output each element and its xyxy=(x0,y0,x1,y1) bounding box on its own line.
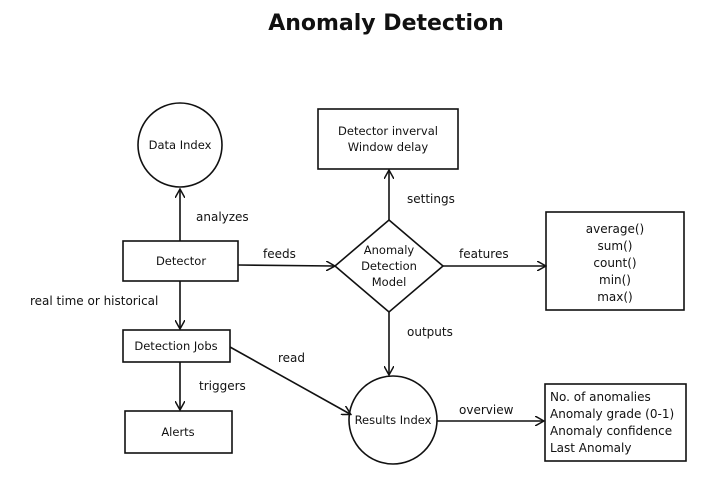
overview-list-node xyxy=(544,383,687,462)
edge-label-real-time: real time or historical xyxy=(30,294,158,308)
edge-label-read: read xyxy=(278,351,305,365)
results-index-node xyxy=(348,375,438,465)
overview-anomaly-grade: Anomaly grade (0-1) xyxy=(550,407,674,421)
edge-label-outputs: outputs xyxy=(407,325,453,339)
data-index-node xyxy=(137,102,223,188)
edge-label-triggers: triggers xyxy=(199,379,246,393)
diagram-title: Anomaly Detection xyxy=(268,11,504,36)
overview-anomaly-count: No. of anomalies xyxy=(550,390,651,404)
alerts-node xyxy=(124,410,233,454)
data-index-label: Data Index xyxy=(149,138,212,152)
model-label-line2: Detection xyxy=(361,259,417,273)
detection-jobs-node xyxy=(122,329,231,363)
feature-max: max() xyxy=(597,290,633,304)
model-label-line3: Model xyxy=(372,275,407,289)
feature-count: count() xyxy=(593,256,636,270)
edge-label-feeds: feeds xyxy=(263,247,296,261)
results-index-label: Results Index xyxy=(355,413,432,427)
detector-config-node xyxy=(317,108,459,170)
edge-feeds xyxy=(237,265,334,266)
edge-read xyxy=(229,346,350,414)
model-label-line1: Anomaly xyxy=(364,243,415,257)
window-delay-label: Window delay xyxy=(348,140,429,154)
feature-average: average() xyxy=(586,222,645,236)
edge-label-features: features xyxy=(459,247,509,261)
edge-label-settings: settings xyxy=(407,192,455,206)
edge-label-overview: overview xyxy=(459,403,514,417)
feature-sum: sum() xyxy=(598,239,633,253)
edge-label-analyzes: analyzes xyxy=(196,210,249,224)
feature-min: min() xyxy=(599,273,631,287)
detector-interval-label: Detector inverval xyxy=(338,124,438,138)
overview-anomaly-confidence: Anomaly confidence xyxy=(550,424,672,438)
detection-jobs-label: Detection Jobs xyxy=(134,339,217,353)
detector-label: Detector xyxy=(156,254,206,268)
overview-last-anomaly: Last Anomaly xyxy=(550,441,631,455)
alerts-label: Alerts xyxy=(161,425,194,439)
